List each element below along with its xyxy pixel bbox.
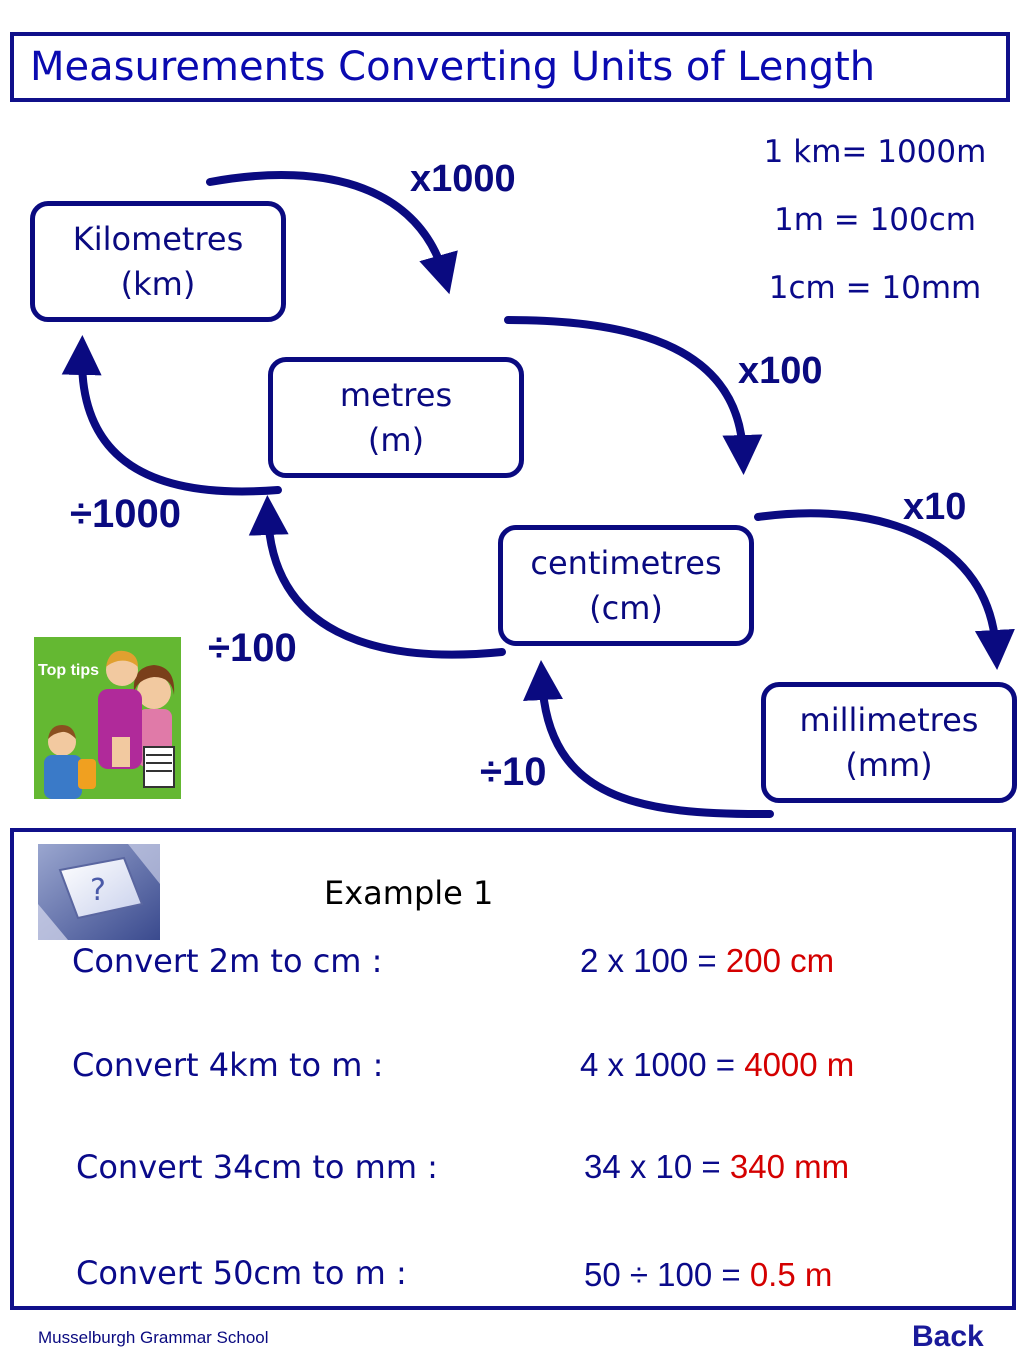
unit-name: Kilometres [72,219,244,258]
title-frame [10,32,1010,102]
question-3: Convert 34cm to mm : [76,1148,438,1186]
unit-abbr: (mm) [845,745,933,784]
unit-abbr: (km) [120,264,196,303]
working: 50 ÷ 100 = [584,1256,750,1293]
arrow-km-to-m [206,171,458,295]
unit-name: metres [339,375,453,414]
fact-cm-mm: 1cm = 10mm [768,270,982,306]
unit-name: millimetres [799,700,979,739]
result: 4000 m [744,1046,855,1083]
unit-abbr: (cm) [589,588,663,627]
arrow-m-to-cm [504,316,763,475]
example-label: Example 1 [324,874,494,912]
working: 34 x 10 = [584,1148,730,1185]
fact-m-cm: 1m = 100cm [773,202,976,238]
school-name: Musselburgh Grammar School [38,1328,269,1347]
result: 200 cm [725,942,835,979]
answer-1: 2 x 100 = 200 cm [580,942,834,980]
working: 2 x 100 = [580,942,726,979]
divider-100: ÷100 [208,626,297,670]
result: 340 mm [729,1148,850,1185]
arrow-m-to-km [61,335,282,496]
question-2: Convert 4km to m : [72,1046,384,1084]
unit-box-metres: metres (m) [268,357,524,478]
arrow-cm-to-m [248,495,506,659]
answer-4: 50 ÷ 100 = 0.5 m [584,1256,832,1294]
page-title: Measurements Converting Units of Length [30,44,876,90]
top-tips-image: Top tips [34,637,181,799]
divider-10: ÷10 [480,750,547,794]
result: 0.5 m [749,1256,833,1293]
arrow-mm-to-cm [523,660,774,819]
answer-2: 4 x 1000 = 4000 m [580,1046,854,1084]
multiplier-1000: x1000 [410,158,516,200]
fact-km-m: 1 km= 1000m [763,134,987,170]
working: 4 x 1000 = [580,1046,745,1083]
unit-name: centimetres [530,543,722,582]
multiplier-100: x100 [738,350,823,392]
conversion-arrows [61,171,1015,819]
unit-box-kilometres: Kilometres (km) [30,201,286,322]
top-tips-label: Top tips [38,662,99,679]
arrow-cm-to-mm [754,509,1015,670]
question-key-image: ? [38,844,160,940]
example-frame [10,828,1016,1310]
unit-box-millimetres: millimetres (mm) [761,682,1017,803]
answer-3: 34 x 10 = 340 mm [584,1148,849,1186]
unit-abbr: (m) [367,420,425,459]
back-link[interactable]: Back [912,1320,984,1353]
multiplier-10: x10 [903,486,967,528]
unit-box-centimetres: centimetres (cm) [498,525,754,646]
question-4: Convert 50cm to m : [76,1254,407,1292]
question-1: Convert 2m to cm : [72,942,383,980]
divider-1000: ÷1000 [70,492,181,536]
question-mark-icon: ? [90,873,106,908]
